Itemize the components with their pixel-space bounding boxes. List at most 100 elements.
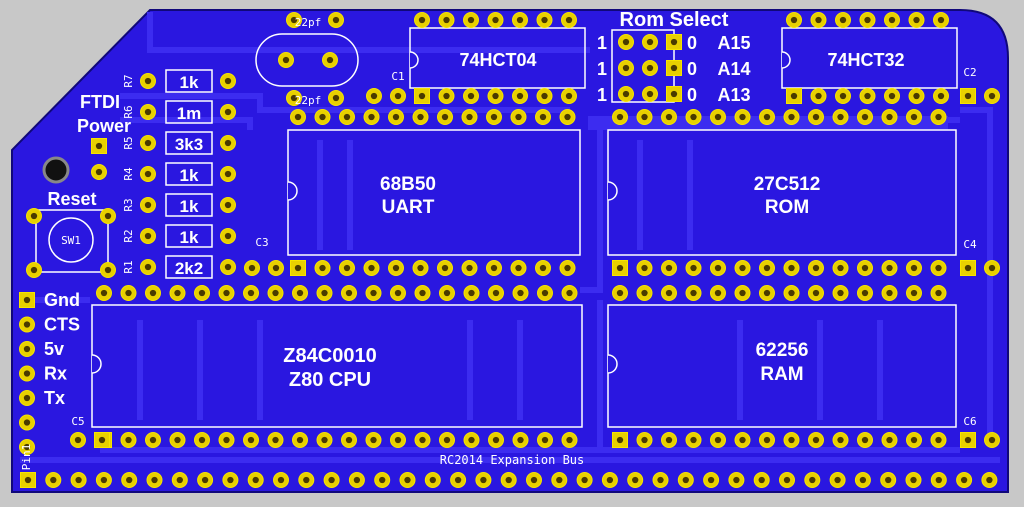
- drill-hole: [837, 113, 844, 121]
- drill-hole: [913, 16, 920, 24]
- c4-label: C4: [963, 238, 977, 251]
- drill-hole: [224, 108, 232, 116]
- drill-hole: [517, 289, 524, 297]
- drill-hole: [23, 296, 31, 304]
- drill-hole: [404, 476, 411, 484]
- drill-hole: [988, 264, 996, 272]
- drill-hole: [888, 92, 896, 100]
- expansion-bus-label: RC2014 Expansion Bus: [440, 453, 585, 467]
- drill-hole: [490, 264, 498, 272]
- drill-hole: [937, 16, 945, 24]
- drill-hole: [282, 56, 290, 64]
- drill-hole: [714, 289, 722, 297]
- drill-hole: [319, 264, 326, 272]
- rom-name-label: ROM: [765, 197, 809, 218]
- drill-hole: [454, 476, 462, 484]
- drill-hole: [886, 289, 893, 297]
- rom-part-label: 27C512: [754, 174, 821, 195]
- drill-hole: [632, 476, 639, 484]
- drill-hole: [201, 476, 209, 484]
- drill-hole: [23, 321, 31, 328]
- drill-hole: [790, 92, 798, 100]
- resistor-ref-label: R1: [122, 260, 135, 273]
- drill-hole: [913, 92, 920, 100]
- drill-hole: [690, 264, 697, 272]
- drill-hole: [812, 264, 820, 272]
- drill-hole: [986, 476, 993, 484]
- drill-hole: [812, 113, 820, 121]
- ftdi-pin-label: Tx: [44, 388, 65, 408]
- drill-hole: [964, 264, 972, 272]
- drill-hole: [960, 476, 968, 484]
- drill-hole: [622, 64, 630, 72]
- crystal-outline: [255, 33, 359, 87]
- drill-hole: [144, 232, 152, 240]
- drill-hole: [616, 264, 624, 272]
- drill-hole: [641, 289, 648, 297]
- drill-hole: [224, 170, 232, 178]
- drill-hole: [910, 264, 918, 272]
- drill-hole: [149, 436, 157, 444]
- ftdi-label: FTDI: [80, 92, 120, 112]
- drill-hole: [564, 113, 571, 121]
- chip-74hct04-label: 74HCT04: [459, 50, 536, 70]
- drill-hole: [252, 476, 259, 484]
- drill-hole: [566, 436, 573, 444]
- drill-hole: [272, 264, 280, 272]
- notch-rom: [607, 181, 618, 201]
- drill-hole: [886, 113, 893, 121]
- drill-hole: [441, 264, 449, 272]
- c2-label: C2: [963, 66, 976, 79]
- drill-hole: [739, 436, 746, 444]
- pin1-label: Pin1: [20, 444, 33, 471]
- drill-hole: [565, 16, 573, 24]
- drill-hole: [224, 201, 232, 209]
- drill-hole: [332, 94, 340, 102]
- ram-part-label: 62256: [756, 340, 809, 361]
- uart-name-label: UART: [382, 197, 435, 218]
- drill-hole: [783, 476, 791, 484]
- drill-hole: [23, 345, 31, 353]
- cpu-name-label: Z80 CPU: [289, 369, 371, 391]
- copper-trace: [120, 93, 570, 113]
- drill-hole: [733, 476, 740, 484]
- drill-hole: [394, 436, 402, 444]
- drill-hole: [480, 476, 487, 484]
- drill-hole: [343, 264, 351, 272]
- drill-hole: [861, 289, 869, 297]
- drill-hole: [198, 289, 206, 297]
- resistor-value-label: 1m: [177, 104, 202, 123]
- drill-hole: [581, 476, 588, 484]
- drill-hole: [788, 289, 795, 297]
- resistor-ref-label: R7: [122, 74, 135, 87]
- resistor-ref-label: R4: [122, 167, 135, 181]
- drill-hole: [443, 16, 450, 24]
- reset-switch-outline: [35, 209, 109, 273]
- resistor-body: [165, 255, 213, 279]
- drill-hole: [616, 113, 624, 121]
- drill-hole: [837, 436, 844, 444]
- drill-hole: [665, 113, 673, 121]
- resistor-value-label: 2k2: [175, 259, 203, 278]
- drill-hole: [144, 139, 152, 147]
- drill-hole: [539, 113, 547, 121]
- cpu-part-label: Z84C0010: [283, 345, 376, 367]
- drill-hole: [885, 476, 892, 484]
- drill-hole: [466, 264, 473, 272]
- drill-hole: [788, 436, 795, 444]
- drill-hole: [394, 92, 402, 100]
- drill-hole: [392, 113, 400, 121]
- resistor-bodies: [165, 69, 213, 279]
- drill-hole: [790, 16, 798, 24]
- drill-hole: [565, 92, 573, 100]
- resistor-ref-label: R3: [122, 198, 135, 211]
- c6-label: C6: [963, 415, 976, 428]
- drill-hole: [224, 77, 232, 85]
- drill-hole: [100, 476, 108, 484]
- ftdi-pin-label: Rx: [44, 364, 67, 384]
- drill-hole: [321, 436, 328, 444]
- drill-hole: [515, 264, 522, 272]
- drill-hole: [714, 113, 722, 121]
